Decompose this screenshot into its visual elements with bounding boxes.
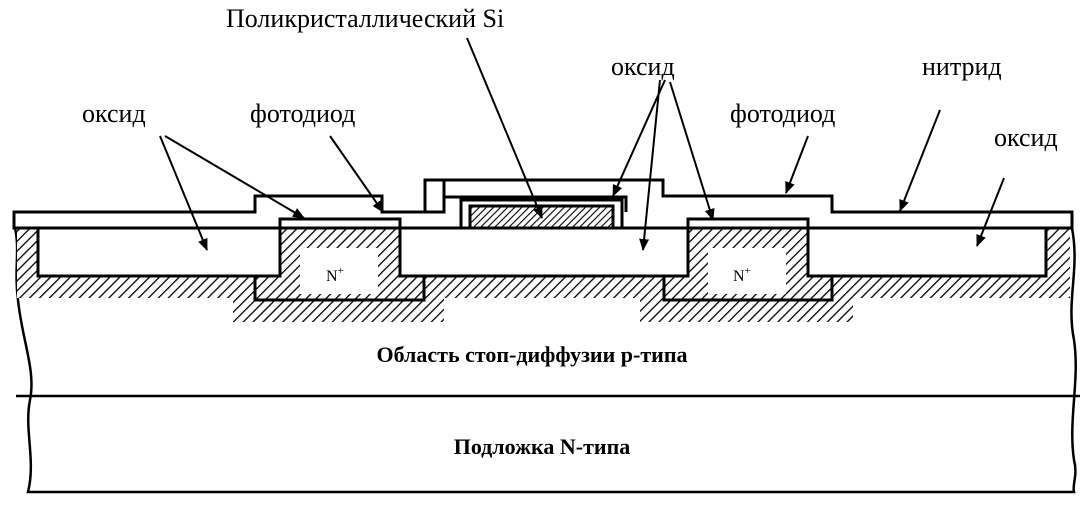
label-polysilicon: Поликристаллический Si (226, 4, 504, 33)
n-plus-box-right (708, 248, 786, 294)
arrow-photodiode-right (785, 135, 809, 194)
n-plus-label-right: N+ (733, 265, 751, 285)
arrow-photodiode-left (329, 135, 384, 213)
arrow-oxide-right (976, 177, 1005, 247)
label-oxide-right: оксид (994, 123, 1058, 152)
arrow-oxide-center-1 (612, 79, 666, 197)
arrow-polysilicon (466, 37, 543, 219)
arrow-nitride (899, 109, 941, 212)
label-nitride: нитрид (922, 52, 1002, 81)
arrow-oxide-center-2 (639, 79, 661, 251)
label-photodiode-right: фотодиод (730, 99, 835, 128)
field-oxide (36, 226, 1048, 278)
n-plus-label-left: N+ (326, 265, 344, 285)
label-channel-stop: Область стоп-диффузии p-типа (376, 342, 687, 367)
label-oxide-left: оксид (82, 99, 146, 128)
arrow-oxide-left-1 (159, 135, 208, 251)
arrow-oxide-left-2 (164, 135, 305, 219)
pd-oxide-right (686, 217, 810, 228)
n-plus-box-left (300, 248, 378, 294)
pd-oxide-left (278, 217, 402, 228)
label-substrate: Подложка N-типа (454, 434, 631, 459)
callout-arrows (159, 37, 1005, 251)
arrow-oxide-center-3 (669, 81, 715, 221)
gate-cap (442, 195, 628, 212)
label-oxide-center: оксид (611, 52, 675, 81)
label-photodiode-left: фотодиод (250, 99, 355, 128)
